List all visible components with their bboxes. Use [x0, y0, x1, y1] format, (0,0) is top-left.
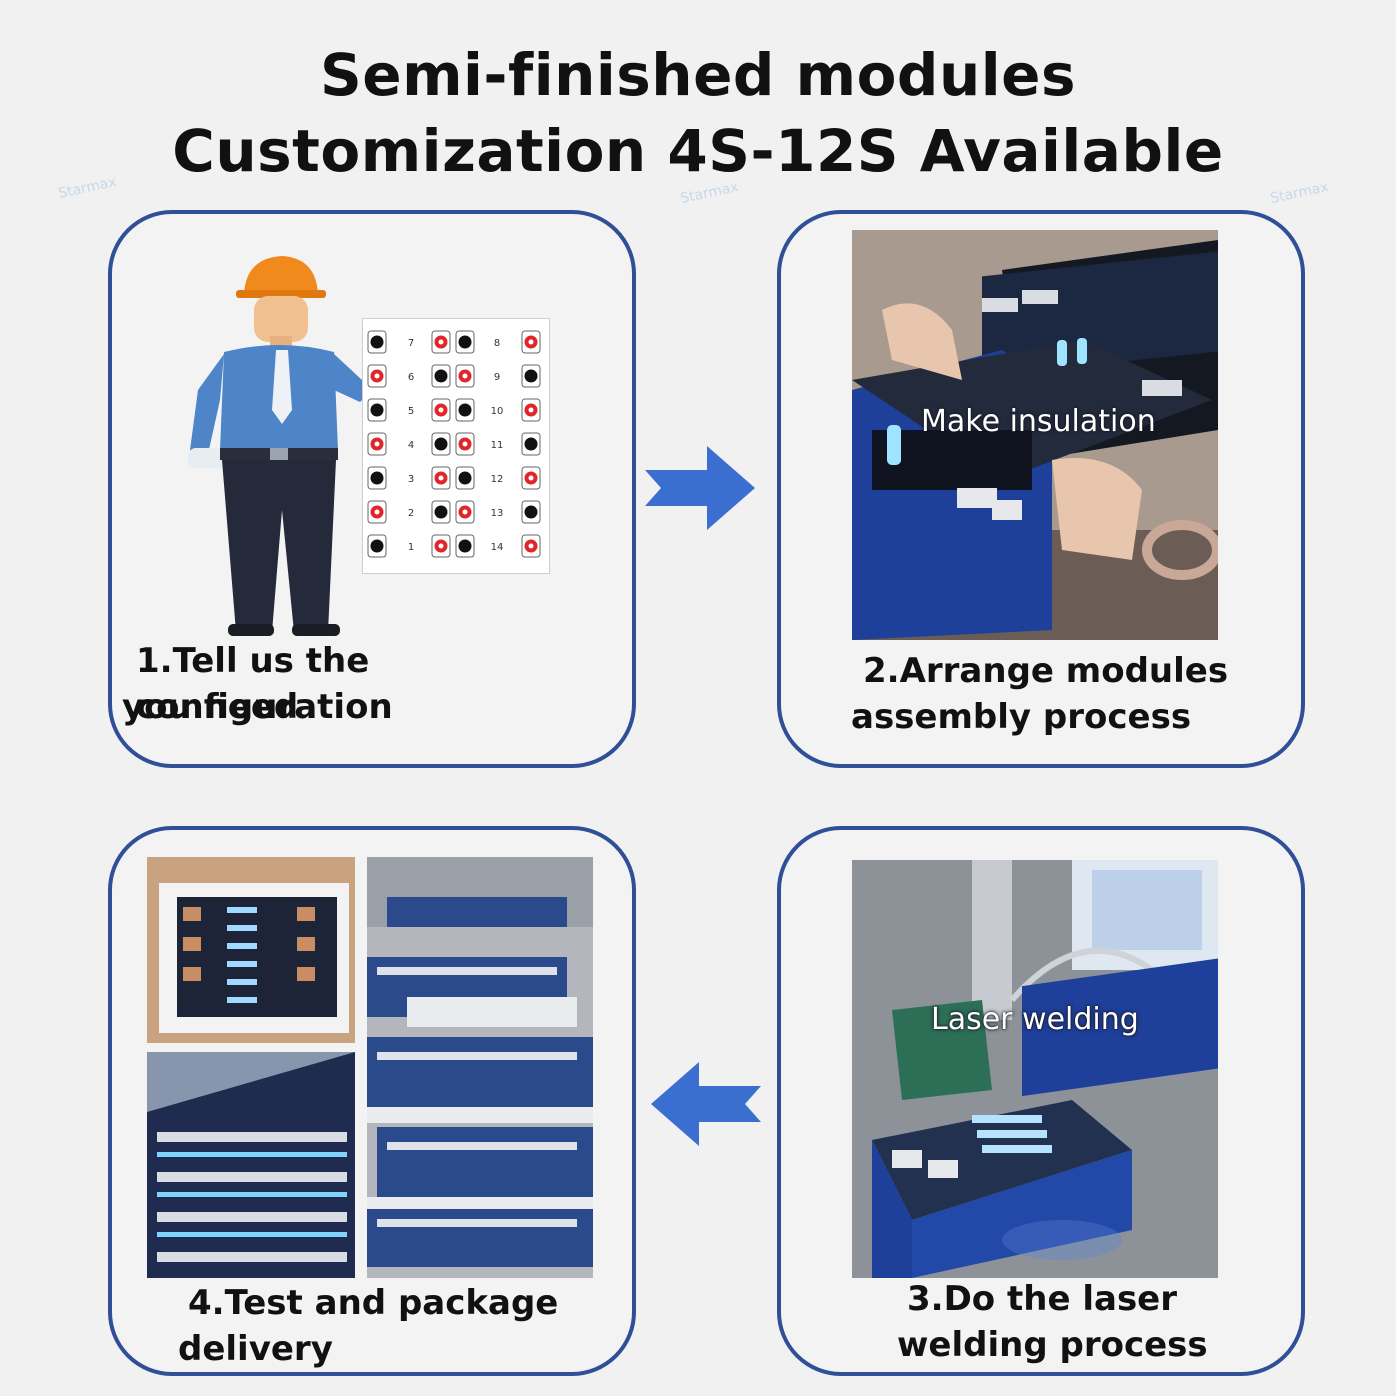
negative-terminal-icon [458, 539, 472, 553]
step-3-card: Laser welding 3.Do the laser welding pro… [777, 826, 1305, 1376]
packaged-module-photo [147, 857, 355, 1043]
step-4-caption-line1: 4.Test and package [188, 1283, 559, 1323]
cell-number-label: 4 [408, 440, 414, 451]
cell-number-label: 6 [408, 372, 414, 383]
cell-number-label: 14 [491, 542, 504, 553]
stacked-modules-photo [147, 1052, 355, 1278]
terminal-center-dot [528, 407, 534, 413]
step-3-caption-line2: welding process [897, 1325, 1208, 1365]
page-title-line2: Customization 4S-12S Available [172, 117, 1224, 185]
terminal-center-dot [462, 441, 468, 447]
laser-welding-photo [852, 860, 1218, 1278]
step-1-caption-line2: you need [122, 687, 299, 727]
laser-welding-overlay-label: Laser welding [931, 1002, 1139, 1037]
negative-terminal-icon [434, 437, 448, 451]
packaged-module-photo-drawing [147, 857, 355, 1043]
terminal-center-dot [438, 543, 444, 549]
negative-terminal-icon [458, 471, 472, 485]
cell-number-label: 10 [491, 406, 504, 417]
cell-configuration-grid: 7 8 6 9 5 10 4 11 3 12 2 13 1 14 [362, 318, 550, 574]
step-3-caption-line1: 3.Do the laser [907, 1279, 1178, 1319]
insulation-photo-drawing [852, 230, 1218, 640]
negative-terminal-icon [458, 403, 472, 417]
terminal-center-dot [438, 339, 444, 345]
step-1-caption-line1: 1.Tell us the configuration [136, 641, 393, 727]
cell-number-label: 13 [491, 508, 504, 519]
step-1-card: 7 8 6 9 5 10 4 11 3 12 2 13 1 14 1.Tell us the config… [108, 210, 636, 768]
cell-number-label: 2 [408, 508, 414, 519]
cell-number-label: 5 [408, 406, 414, 417]
page-title-line1: Semi-finished modules [320, 41, 1076, 109]
terminal-center-dot [462, 509, 468, 515]
negative-terminal-icon [434, 369, 448, 383]
step-2-caption-line1: 2.Arrange modules [863, 651, 1229, 691]
insulation-overlay-label: Make insulation [921, 404, 1156, 439]
stacked-modules-photo-drawing [147, 1052, 355, 1278]
terminal-center-dot [374, 509, 380, 515]
negative-terminal-icon [370, 403, 384, 417]
terminal-center-dot [462, 373, 468, 379]
warehouse-modules-photo [367, 857, 593, 1278]
terminal-center-dot [528, 543, 534, 549]
negative-terminal-icon [524, 505, 538, 519]
terminal-center-dot [528, 475, 534, 481]
terminal-center-dot [528, 339, 534, 345]
arrow-right-icon [645, 446, 755, 530]
cell-number-label: 12 [491, 474, 504, 485]
cell-number-label: 8 [494, 338, 500, 349]
terminal-center-dot [438, 407, 444, 413]
insulation-photo [852, 230, 1218, 640]
cell-grid-drawing: 7 8 6 9 5 10 4 11 3 12 2 13 1 14 [367, 330, 541, 558]
terminal-center-dot [374, 373, 380, 379]
negative-terminal-icon [524, 369, 538, 383]
negative-terminal-icon [434, 505, 448, 519]
engineer-illustration [188, 256, 374, 636]
warehouse-modules-photo-drawing [367, 857, 593, 1278]
laser-welding-photo-drawing [852, 860, 1218, 1278]
terminal-center-dot [438, 475, 444, 481]
cell-number-label: 1 [408, 542, 414, 553]
cell-number-label: 3 [408, 474, 414, 485]
step-2-card: Make insulation 2.Arrange modules assemb… [777, 210, 1305, 768]
step-2-caption-line2: assembly process [851, 697, 1192, 737]
negative-terminal-icon [370, 539, 384, 553]
negative-terminal-icon [370, 471, 384, 485]
arrow-left-icon [651, 1062, 761, 1146]
negative-terminal-icon [458, 335, 472, 349]
cell-number-label: 7 [408, 338, 414, 349]
negative-terminal-icon [524, 437, 538, 451]
terminal-center-dot [374, 441, 380, 447]
step-4-caption-line2: delivery [178, 1329, 333, 1369]
negative-terminal-icon [370, 335, 384, 349]
cell-number-label: 9 [494, 372, 500, 383]
step-4-card: 4.Test and package delivery [108, 826, 636, 1376]
cell-number-label: 11 [491, 440, 504, 451]
